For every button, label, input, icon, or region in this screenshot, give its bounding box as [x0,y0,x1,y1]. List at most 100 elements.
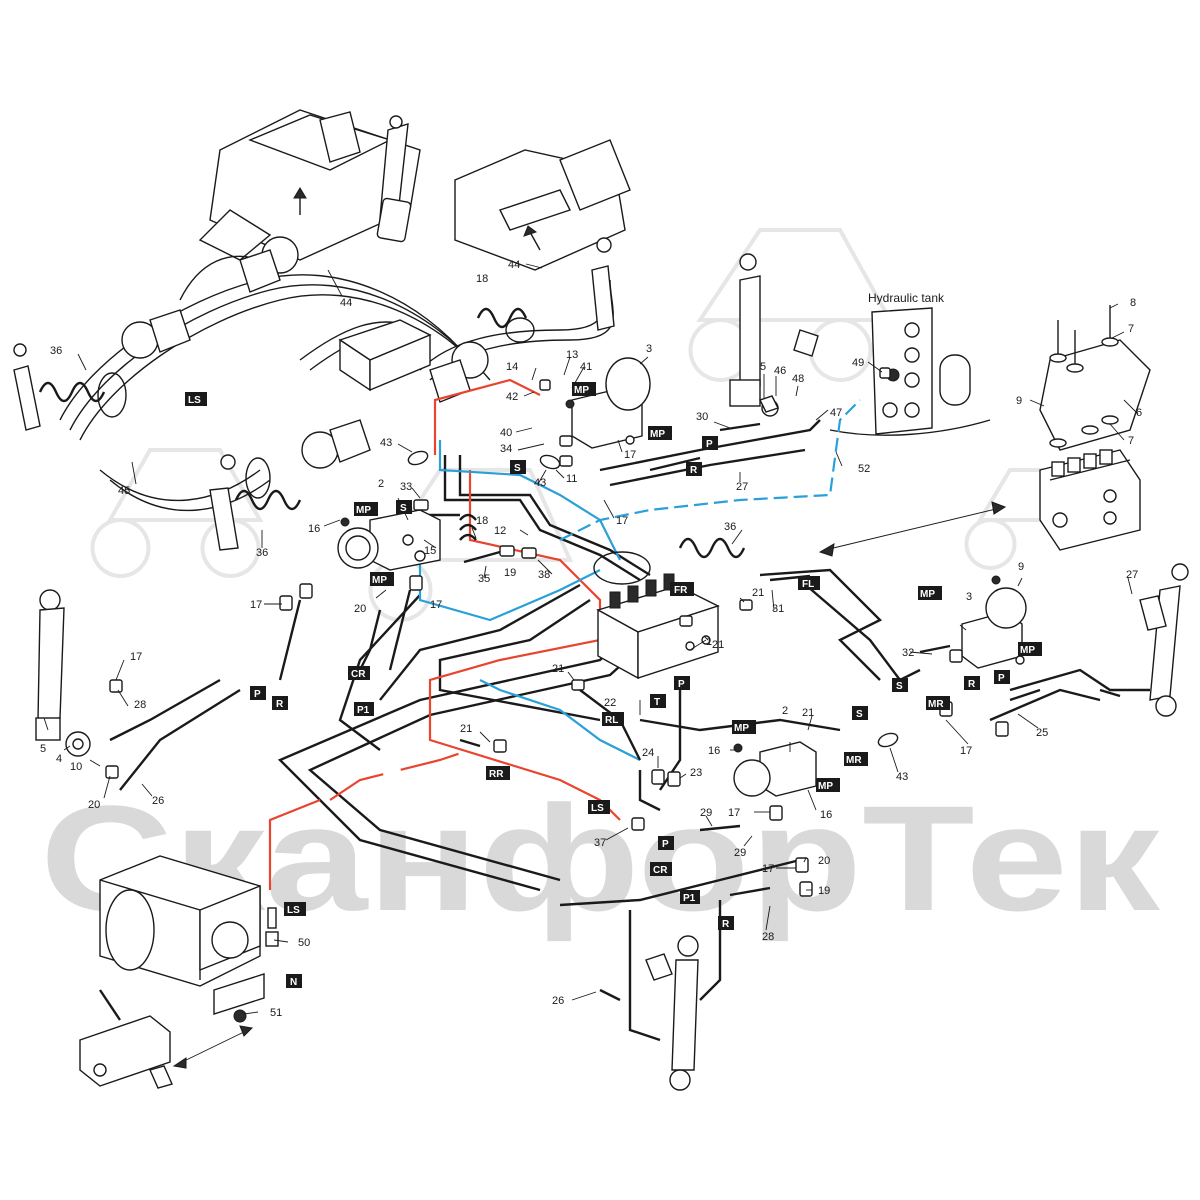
callout-15: 15 [424,545,436,557]
callout-20: 20 [818,855,830,867]
callout-41: 41 [580,361,592,373]
port-tag-mp: MP [574,385,589,396]
callout-24: 24 [642,747,654,759]
callout-12: 12 [494,525,506,537]
callout-52: 52 [858,463,870,475]
cable-ties [407,450,899,748]
callout-26: 26 [552,995,564,1007]
callout-21: 21 [460,723,472,735]
accumulator-3-right [961,575,1027,669]
callout-6: 6 [1136,407,1142,419]
fittings [105,367,1009,897]
callout-25: 25 [1036,727,1048,739]
callout-16: 16 [308,523,320,535]
right-mid-cylinder [1139,563,1189,717]
port-tag-fl: FL [802,579,814,590]
callout-14: 14 [506,361,518,373]
hydraulic-tank [829,307,991,436]
callout-5: 5 [760,361,766,373]
callout-42: 42 [506,391,518,403]
callout-17: 17 [960,745,972,757]
port-tag-mp: MP [734,723,749,734]
left-mid-cylinder [35,589,91,757]
callout-4: 4 [56,753,62,765]
callout-43: 43 [896,771,908,783]
callout-16: 16 [708,745,720,757]
callout-9: 9 [1016,395,1022,407]
port-tag-mr: MR [928,699,944,710]
hydraulic-lines-blue [418,399,861,761]
callout-33: 33 [400,481,412,493]
port-tag-mp: MP [818,781,833,792]
port-tag-cr: CR [653,865,668,876]
port-tag-n: N [290,977,297,988]
callout-51: 51 [270,1007,282,1019]
callout-44: 44 [340,297,352,309]
callout-17: 17 [130,651,142,663]
callout-13: 13 [566,349,578,361]
accumulator-3-top [565,357,651,449]
callout-21: 21 [752,587,764,599]
hydraulic-pump-assembly [79,855,279,1089]
callout-36: 36 [724,521,736,533]
callout-44: 44 [508,259,520,271]
callout-8: 8 [1130,297,1136,309]
callout-10: 10 [70,761,82,773]
port-tag-p: P [254,689,261,700]
port-tag-s: S [856,709,863,720]
port-tag-rr: RR [489,769,504,780]
callout-28: 28 [134,699,146,711]
callout-leaders [43,263,1139,1015]
port-tag-p: P [706,439,713,450]
callout-31: 31 [772,603,784,615]
port-tag-p1: P1 [357,705,370,716]
port-tag-p: P [998,673,1005,684]
callout-21: 21 [712,639,724,651]
callout-5: 5 [40,743,46,755]
callout-16: 16 [820,809,832,821]
callout-36: 36 [50,345,62,357]
port-tag-r: R [722,919,730,930]
callout-9: 9 [1018,561,1024,573]
callout-18: 18 [476,273,488,285]
port-tag-rl: RL [605,715,618,726]
port-tag-mr: MR [846,755,862,766]
callout-20: 20 [88,799,100,811]
port-tag-p: P [662,839,669,850]
callout-29: 29 [734,847,746,859]
front-chassis-assembly [13,109,614,551]
port-tag-mp: MP [1020,645,1035,656]
port-tag-r: R [968,679,976,690]
port-tag-p: P [678,679,685,690]
callout-17: 17 [430,599,442,611]
crimped-hoses [278,422,1121,1002]
clip-18-center [459,513,477,541]
callout-17: 17 [250,599,262,611]
port-tag-ls: LS [188,395,201,406]
callout-21: 21 [802,707,814,719]
callout-47: 47 [830,407,842,419]
callout-38: 38 [538,569,550,581]
callout-17: 17 [624,449,636,461]
callout-49: 49 [852,357,864,369]
callout-26: 26 [152,795,164,807]
port-tag-r: R [276,699,284,710]
callout-3: 3 [966,591,972,603]
right-top-cylinder [729,253,819,417]
hydraulic-tank-caption: Hydraulic tank [868,291,945,305]
hose-tie-center [593,551,651,585]
callout-35: 35 [478,573,490,585]
port-tag-cr: CR [351,669,366,680]
callout-17: 17 [728,807,740,819]
port-tag-s: S [896,681,903,692]
bottom-cylinder [645,935,699,1091]
callout-50: 50 [298,937,310,949]
priority-valve-2-right [733,741,817,797]
port-tag-ls: LS [287,905,300,916]
port-tag-mp: MP [372,575,387,586]
callout-7: 7 [1128,323,1134,335]
callout-45: 45 [118,485,130,497]
callout-17: 17 [616,515,628,527]
callout-19: 19 [818,885,830,897]
